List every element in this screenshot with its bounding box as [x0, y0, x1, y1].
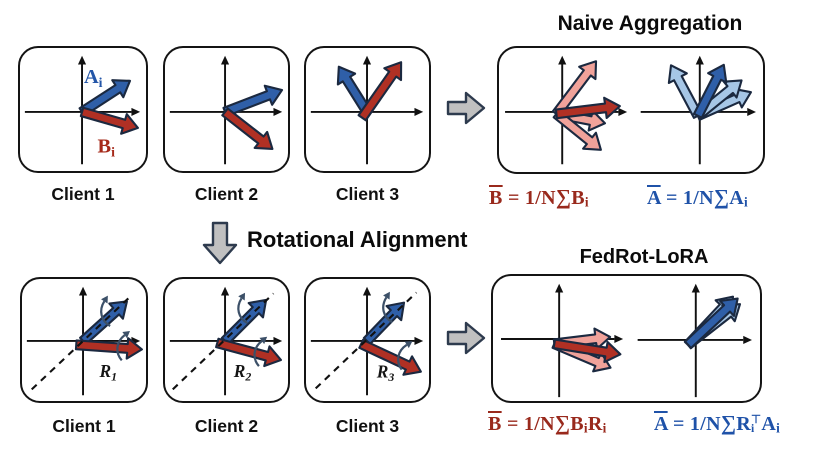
svg-text:R2: R2 [233, 361, 252, 383]
client-1-label-top: Client 1 [51, 184, 115, 204]
flow-arrow-right-icon [446, 321, 486, 355]
client-3-label-top: Client 3 [335, 184, 400, 204]
svg-text:R1: R1 [98, 361, 117, 383]
fedrot-lora-title: FedRot-LoRA [579, 246, 709, 268]
panel-bottom-client-1: R1 [20, 277, 148, 403]
client-3-label-bottom: Client 3 [335, 416, 400, 436]
svg-text:R3: R3 [376, 362, 395, 384]
client-1-label-bottom: Client 1 [52, 416, 116, 436]
panel-bottom-client-2: R2 [163, 277, 290, 403]
formula-fedrot-b: B = 1/N∑BiRi [488, 411, 607, 436]
panel-top-client-2 [163, 46, 290, 173]
svg-text:Ai: Ai [84, 66, 103, 90]
rotational-alignment-title: Rotational Alignment [247, 227, 468, 252]
panel-bottom-client-3: R3 [304, 277, 431, 403]
panel-fedrot-lora [491, 274, 762, 403]
client-2-label-top: Client 2 [194, 184, 259, 204]
flow-arrow-right-icon [446, 91, 486, 125]
naive-aggregation-title: Naive Aggregation [557, 12, 743, 35]
flow-arrow-down-icon [202, 221, 238, 265]
panel-naive-aggregation [497, 46, 765, 174]
formula-naive-b: B = 1/N∑Bi [489, 185, 589, 210]
formula-naive-a: A = 1/N∑Ai [647, 185, 748, 210]
panel-top-client-3 [304, 46, 431, 173]
client-2-label-bottom: Client 2 [194, 416, 259, 436]
svg-text:Bi: Bi [98, 136, 116, 160]
